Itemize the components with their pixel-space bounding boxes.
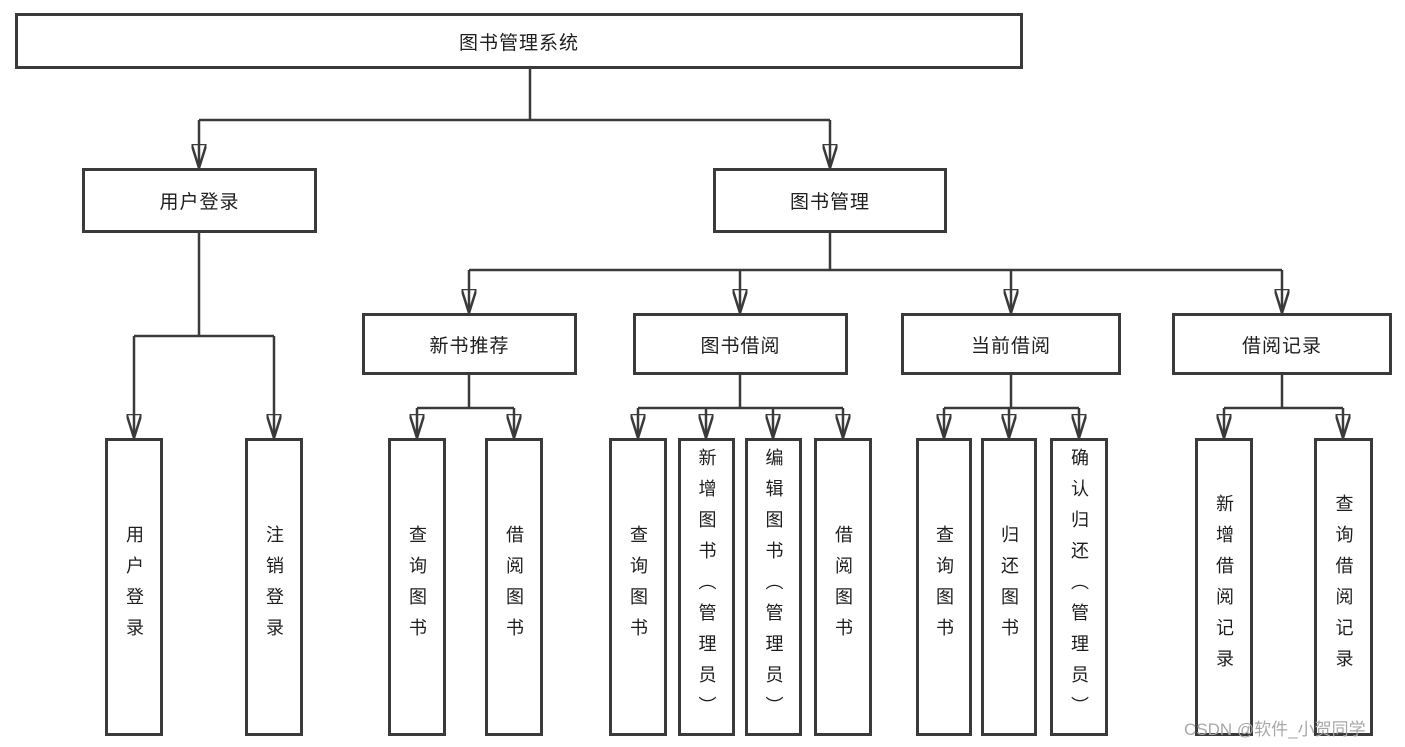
node-current-borrowing: 当前借阅 — [901, 313, 1121, 375]
leaf-query-books-current: 查询图书 — [916, 438, 972, 736]
leaf-borrow-books-borrowing: 借阅图书 — [814, 438, 872, 736]
node-label: 新书推荐 — [429, 335, 510, 357]
leaf-query-books-recommend: 查询图书 — [388, 438, 446, 736]
leaf-return-books: 归还图书 — [981, 438, 1037, 736]
csdn-watermark: CSDN @软件_小贺同学 — [1184, 720, 1366, 739]
leaf-label: 确认归还（管理员） — [1069, 447, 1089, 727]
leaf-label: 查询图书 — [407, 525, 427, 649]
node-book-management: 图书管理 — [713, 168, 947, 233]
node-borrowing-records: 借阅记录 — [1172, 313, 1392, 375]
leaf-label: 注销登录 — [264, 525, 284, 649]
leaf-query-books-borrowing: 查询图书 — [609, 438, 667, 736]
leaf-query-borrow-record: 查询借阅记录 — [1314, 438, 1373, 736]
node-label: 图书管理 — [789, 192, 870, 213]
node-library-system: 图书管理系统 — [15, 13, 1023, 69]
node-label: 当前借阅 — [970, 335, 1051, 357]
leaf-label: 查询图书 — [934, 525, 954, 649]
leaf-logout: 注销登录 — [245, 438, 303, 736]
leaf-label: 编辑图书（管理员） — [763, 447, 784, 727]
leaf-add-borrow-record: 新增借阅记录 — [1195, 438, 1253, 736]
leaf-label: 新增图书（管理员） — [696, 447, 717, 727]
leaf-borrow-books-recommend: 借阅图书 — [485, 438, 543, 736]
leaf-user-login: 用户登录 — [105, 438, 163, 736]
leaf-label: 借阅图书 — [504, 525, 524, 649]
node-book-borrowing: 图书借阅 — [633, 313, 848, 375]
leaf-add-books-admin: 新增图书（管理员） — [678, 438, 735, 736]
leaf-label: 用户登录 — [124, 525, 144, 649]
node-user-login: 用户登录 — [82, 168, 317, 233]
leaf-edit-books-admin: 编辑图书（管理员） — [745, 438, 802, 736]
node-label: 图书管理系统 — [458, 32, 579, 54]
leaf-label: 查询借阅记录 — [1333, 494, 1354, 680]
node-label: 用户登录 — [159, 192, 240, 213]
leaf-confirm-return-admin: 确认归还（管理员） — [1050, 438, 1108, 736]
leaf-label: 借阅图书 — [833, 525, 853, 649]
leaf-label: 查询图书 — [628, 525, 648, 649]
node-label: 图书借阅 — [700, 335, 781, 357]
node-label: 借阅记录 — [1241, 335, 1322, 357]
leaf-label: 归还图书 — [999, 525, 1019, 649]
node-new-book-recommendation: 新书推荐 — [362, 313, 577, 375]
leaf-label: 新增借阅记录 — [1214, 494, 1234, 680]
